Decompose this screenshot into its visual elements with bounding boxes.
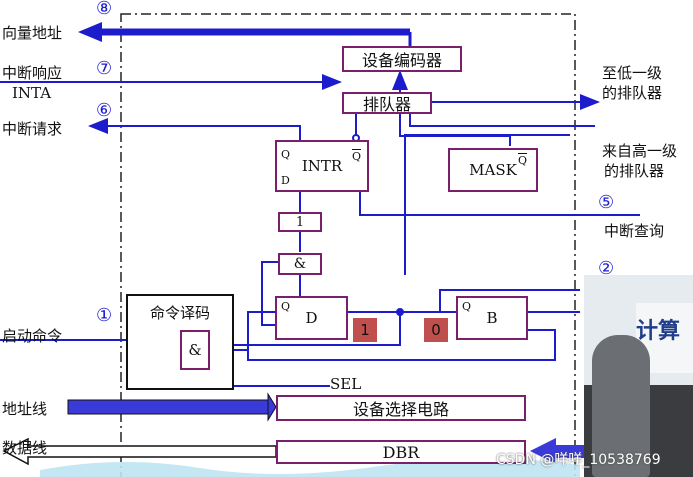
start-command-label: 启动命令 [2, 327, 63, 345]
address-bus-arrow-head [267, 392, 277, 422]
inta-label: INTA [12, 84, 52, 102]
vector-address-arrowhead [78, 22, 102, 42]
from-higher-label-2: 的排队器 [604, 162, 665, 180]
b-reset-wire [247, 311, 556, 361]
d-flipflop: D [275, 296, 348, 340]
mask-flipflop: MASK [448, 148, 538, 192]
presenter [592, 335, 650, 477]
vector-address-label: 向量地址 [2, 24, 63, 42]
mask-to-queuer-wire [399, 114, 511, 146]
label-8: ⑧ [96, 0, 113, 19]
b-value-cell: 0 [424, 318, 448, 342]
d-clock-wire [261, 261, 278, 326]
interrupt-query-wire [359, 190, 640, 216]
b-q-pin: Q [462, 300, 472, 313]
from-higher-label-1: 来自高一级 [602, 142, 678, 160]
label-2: ② [598, 258, 615, 279]
label-5: ⑤ [598, 192, 615, 213]
d-output-loop-wire [230, 312, 401, 346]
b-flipflop-label: B [486, 309, 498, 327]
from-higher-queue-wire [409, 114, 595, 127]
label-1: ① [96, 305, 113, 326]
device-select-block: 设备选择电路 [276, 395, 526, 421]
intr-feedback-wire [404, 134, 570, 275]
interface-boundary [120, 13, 576, 477]
d-value-cell: 1 [353, 318, 377, 342]
interrupt-request-label: 中断请求 [2, 120, 63, 138]
intr-label: INTR [301, 157, 343, 175]
label-7: ⑦ [96, 58, 113, 79]
mask-label: MASK [469, 161, 517, 179]
intr-q-pin: Q [281, 148, 291, 161]
interrupt-request-wire [88, 118, 301, 140]
d-flipflop-label: D [305, 309, 318, 327]
address-bus-arrow-body [67, 399, 269, 415]
to-lower-label-2: 的排队器 [602, 84, 663, 102]
cmd-and-gate: & [180, 330, 210, 370]
intr-flipflop: INTR [275, 140, 369, 192]
data-bus-label: 数据线 [2, 439, 48, 457]
address-bus-label: 地址线 [2, 400, 48, 418]
d-q-pin: Q [281, 300, 291, 313]
video-sign-text: 计算 [636, 319, 681, 344]
intr-d-pin: D [281, 174, 290, 187]
b-flipflop: B [456, 296, 528, 340]
cmd-decode-label: 命令译码 [149, 304, 210, 322]
dbr-block: DBR [276, 440, 526, 464]
dbr-input-arrow [530, 438, 584, 464]
or-gate-block: 1 [278, 212, 322, 232]
to-lower-label-1: 至低一级 [602, 64, 663, 82]
n2-wire [439, 289, 580, 312]
sel-label: SEL [330, 375, 362, 393]
mask-qbar-pin: Q [518, 154, 528, 167]
queuer-block: 排队器 [342, 92, 432, 114]
interrupt-query-label: 中断查询 [604, 222, 665, 240]
interrupt-response-label: 中断响应 [2, 64, 63, 82]
intr-qbar-pin: Q [352, 150, 362, 163]
watermark: CSDN @咩咩_10538769 [496, 452, 661, 468]
label-6: ⑥ [96, 100, 113, 121]
video-inset: 计算 [584, 275, 693, 477]
device-encoder-block: 设备编码器 [342, 46, 462, 72]
and-gate-block: & [278, 253, 322, 275]
